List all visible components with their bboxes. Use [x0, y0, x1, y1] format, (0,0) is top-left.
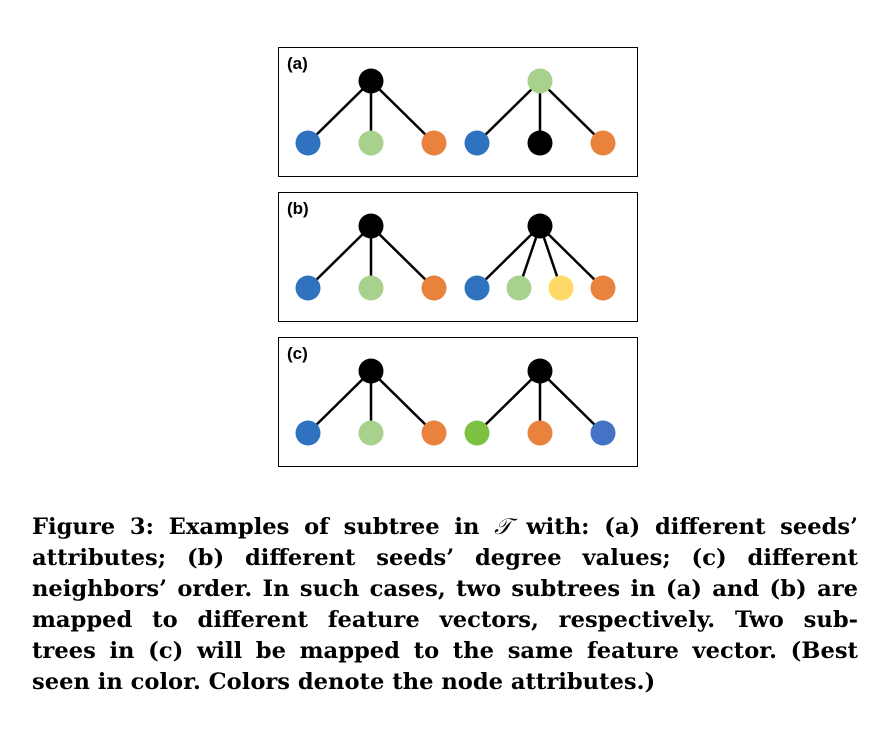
child-node-c-tree2-3 [590, 420, 616, 446]
child-node-c-tree1-1 [295, 420, 321, 446]
caption-line-4: mapped to different feature vectors, res… [32, 607, 858, 633]
panel-label-a: (a) [287, 54, 308, 73]
child-node-a-tree2-3 [590, 130, 616, 156]
child-node-c-tree1-2 [358, 420, 384, 446]
root-node-b-tree2 [527, 213, 553, 239]
subtree-panel-a: (a) [278, 47, 638, 177]
subtree-diagram-b [295, 213, 616, 301]
caption-line-1-b: with: (a) different seeds’ [526, 514, 858, 540]
caption-line-5: trees in (c) will be mapped to the same … [32, 638, 858, 664]
child-node-c-tree1-3 [421, 420, 447, 446]
child-node-a-tree1-2 [358, 130, 384, 156]
child-node-b-tree1-3 [421, 275, 447, 301]
root-node-c-tree1 [358, 358, 384, 384]
child-node-b-tree2-4 [590, 275, 616, 301]
edge-a-tree2-child3 [539, 80, 604, 144]
edge-b-tree2-child4 [539, 225, 604, 289]
child-node-b-tree2-3 [548, 275, 574, 301]
child-node-a-tree2-1 [464, 130, 490, 156]
child-node-a-tree2-2 [527, 130, 553, 156]
child-node-a-tree1-3 [421, 130, 447, 156]
caption-line-1-a: Figure 3: Examples of subtree in [32, 514, 480, 540]
figure-caption: Figure 3: Examples of subtree in 𝒯 with:… [32, 512, 858, 698]
edge-b-tree1-child3 [370, 225, 435, 289]
panel-label-c: (c) [287, 344, 308, 363]
edge-c-tree2-child1 [476, 370, 541, 434]
edge-b-tree2-child1 [476, 225, 541, 289]
edge-a-tree1-child3 [370, 80, 435, 144]
edge-c-tree1-child1 [307, 370, 372, 434]
root-node-a-tree2 [527, 68, 553, 94]
edge-c-tree1-child3 [370, 370, 435, 434]
caption-line-6: seen in color. Colors denote the node at… [32, 669, 656, 695]
edge-c-tree2-child3 [539, 370, 604, 434]
child-node-a-tree1-1 [295, 130, 321, 156]
caption-line-3: neighbors’ order. In such cases, two sub… [32, 576, 858, 602]
caption-math-symbol: 𝒯 [494, 514, 512, 540]
subtree-diagram-c [295, 358, 616, 446]
edge-b-tree1-child1 [307, 225, 372, 289]
subtree-diagram-a [295, 68, 616, 156]
child-node-b-tree1-1 [295, 275, 321, 301]
root-node-b-tree1 [358, 213, 384, 239]
panel-label-b: (b) [287, 199, 309, 218]
root-node-a-tree1 [358, 68, 384, 94]
edge-a-tree1-child1 [307, 80, 372, 144]
subtree-panel-c: (c) [278, 337, 638, 467]
child-node-b-tree2-2 [506, 275, 532, 301]
subtree-panel-b: (b) [278, 192, 638, 322]
child-node-c-tree2-2 [527, 420, 553, 446]
caption-line-2: attributes; (b) different seeds’ degree … [32, 545, 858, 571]
caption-line-1: Figure 3: Examples of subtree in 𝒯 with:… [32, 512, 858, 543]
edge-a-tree2-child1 [476, 80, 541, 144]
child-node-b-tree2-1 [464, 275, 490, 301]
root-node-c-tree2 [527, 358, 553, 384]
child-node-c-tree2-1 [464, 420, 490, 446]
child-node-b-tree1-2 [358, 275, 384, 301]
